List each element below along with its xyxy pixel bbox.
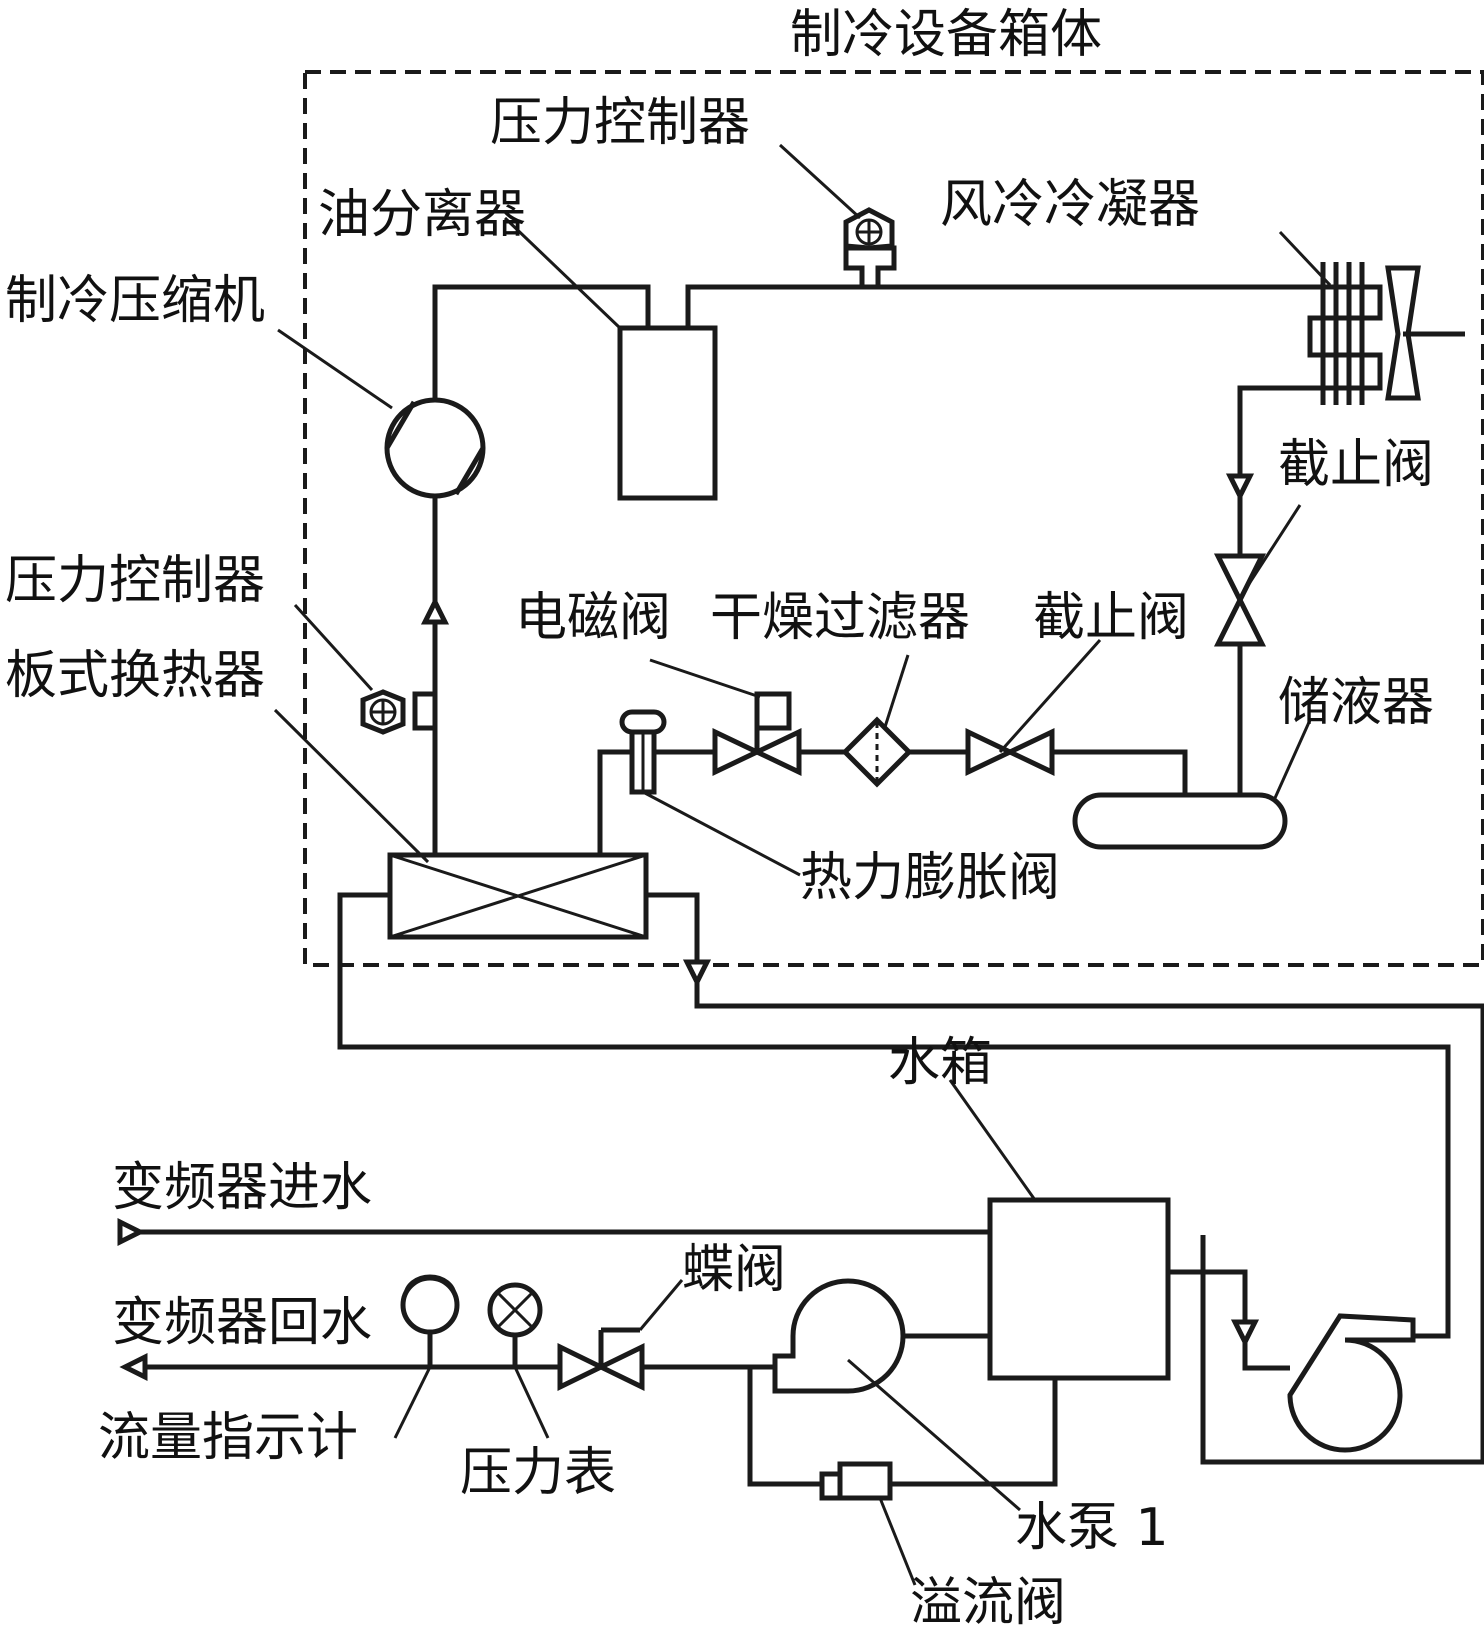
pipe-condenser-to-receiver [1237, 385, 1320, 795]
receiver-symbol [1072, 792, 1288, 850]
pipe-overflow-bypass [747, 1367, 1058, 1487]
pressure-controller-left-icon [360, 689, 435, 735]
label-stop-valve-mid: 截止阀 [1033, 588, 1189, 648]
solenoid-valve-symbol [712, 691, 802, 776]
label-flow-indicator: 流量指示计 [98, 1408, 358, 1468]
label-oil-separator: 油分离器 [318, 185, 526, 245]
plate-heat-exchanger-symbol [387, 852, 649, 940]
expansion-valve-symbol [619, 709, 667, 795]
label-plate-heat-exchanger: 板式换热器 [5, 646, 265, 706]
label-air-condenser: 风冷冷凝器 [940, 175, 1200, 235]
flow-arrow-compressor-suction [420, 596, 450, 625]
inverter-inlet-arrow [117, 1217, 146, 1247]
cabinet-boundary [303, 70, 1484, 967]
label-pressure-controller-top: 压力控制器 [490, 93, 750, 153]
stop-valve-mid-symbol [965, 728, 1055, 776]
flow-arrow-pump2-in [1230, 1319, 1260, 1348]
label-solenoid-valve: 电磁阀 [515, 588, 671, 648]
label-compressor: 制冷压缩机 [5, 271, 265, 331]
water-pump-2-symbol [1287, 1313, 1416, 1453]
stop-valve-right-symbol [1213, 553, 1267, 647]
pipe-tank-to-pump2 [1168, 1269, 1290, 1371]
label-butterfly-valve: 蝶阀 [682, 1240, 786, 1300]
flow-indicator-symbol [400, 1274, 460, 1367]
leader-lines [273, 143, 1332, 1586]
label-receiver: 储液器 [1278, 673, 1434, 733]
label-stop-valve-right: 截止阀 [1278, 435, 1434, 495]
compressor-symbol [384, 397, 486, 499]
pipe-pressure-controller-top [843, 245, 897, 287]
flow-arrow-condenser-out [1225, 473, 1255, 502]
label-inverter-inlet: 变频器进水 [112, 1158, 372, 1218]
label-pressure-gauge: 压力表 [460, 1443, 616, 1503]
label-pressure-controller-left: 压力控制器 [5, 551, 265, 611]
label-overflow-valve: 溢流阀 [910, 1573, 1066, 1630]
label-water-pump-1: 水泵 1 [1015, 1498, 1169, 1558]
label-dryer-filter: 干燥过滤器 [710, 588, 970, 648]
butterfly-valve-symbol [557, 1327, 645, 1392]
title-cabinet: 制冷设备箱体 [790, 5, 1102, 65]
water-tank-symbol [987, 1197, 1171, 1381]
flow-arrow-water-exchanger [682, 959, 712, 988]
water-pump-1-symbol [772, 1278, 906, 1394]
oil-separator-symbol [617, 325, 718, 501]
label-inverter-return: 变频器回水 [112, 1293, 372, 1353]
pressure-gauge-symbol [487, 1282, 543, 1367]
pipe-separator-to-condenser [685, 284, 1320, 328]
pipe-water-exchanger-left [337, 892, 1451, 1339]
pressure-controller-top-icon [843, 207, 895, 251]
dryer-filter-symbol [841, 716, 913, 788]
overflow-valve-symbol [819, 1461, 893, 1501]
inverter-return-arrow [119, 1352, 148, 1382]
pipe-water-exchanger-right [646, 892, 1484, 1465]
pipe-compressor-to-separator [432, 284, 651, 400]
label-water-tank: 水箱 [888, 1033, 992, 1093]
air-condenser-symbol [1307, 262, 1465, 405]
label-expansion-valve: 热力膨胀阀 [800, 848, 1060, 908]
